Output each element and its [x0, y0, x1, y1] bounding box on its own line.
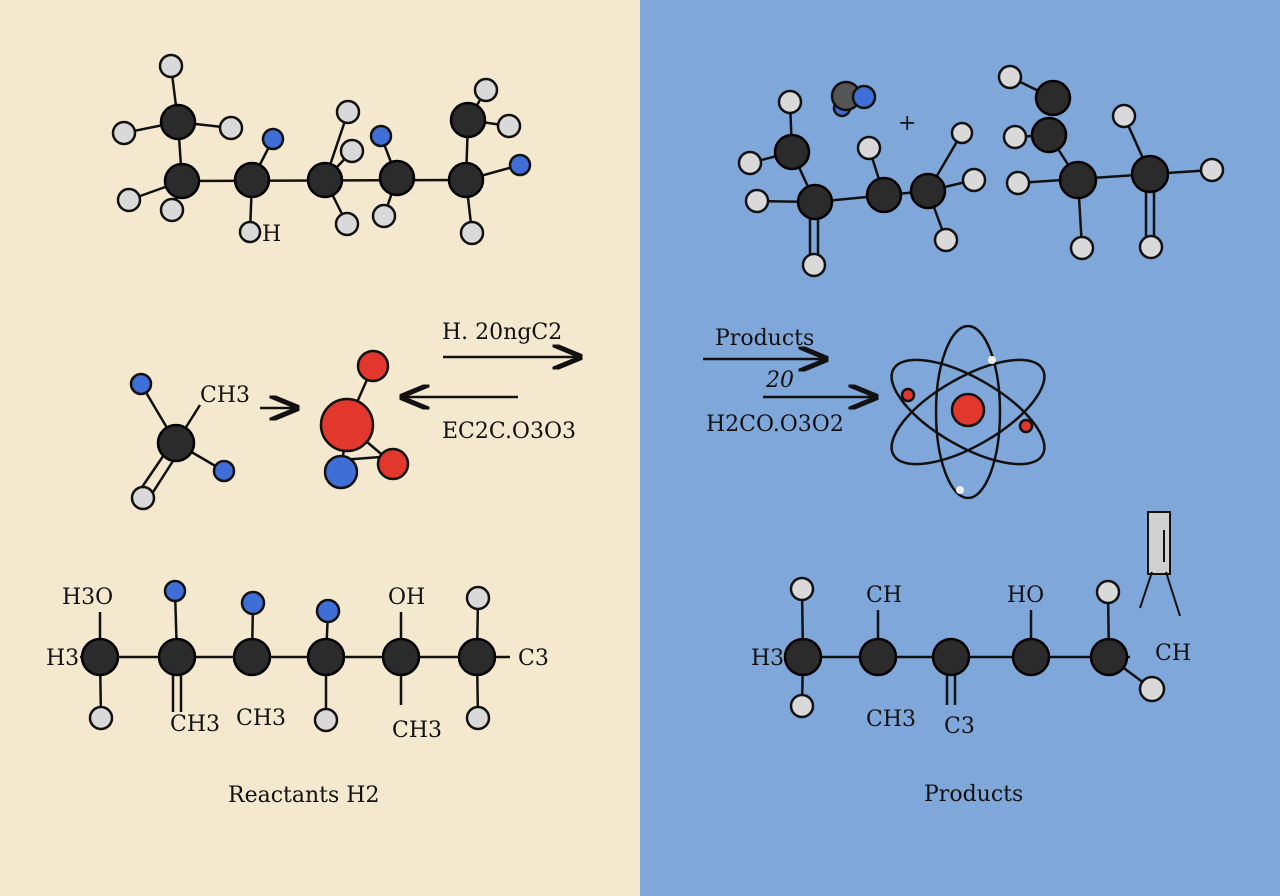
chain-label: OH	[388, 585, 425, 610]
chain-label: H3O	[62, 585, 113, 610]
atom-model-icon	[890, 324, 1046, 500]
chain-label: CH	[866, 583, 902, 608]
atom-label: H	[262, 222, 281, 247]
plus-sign: +	[898, 111, 916, 136]
chain-label: CH3	[170, 712, 220, 737]
product-chain: H3 CH HO CH CH3 C3	[751, 576, 1191, 739]
chain-label: C3	[518, 646, 549, 671]
chain-label: C3	[944, 714, 975, 739]
chain-label: CH3	[236, 706, 286, 731]
reaction-condition-bottom: EC2C.O3O3	[442, 419, 576, 444]
chain-label: H3	[751, 646, 784, 671]
reactants-caption: Reactants H2	[228, 783, 379, 808]
test-tube-icon	[1139, 511, 1181, 617]
reactant-molecule-middle: CH3 H. 20ngC2 EC2C.O3O3	[129, 320, 580, 511]
products-caption: Products	[924, 782, 1023, 807]
chain-label: CH3	[392, 718, 442, 743]
reactant-chain: H3O H3 OH C3 CH3 CH3 CH3	[46, 579, 549, 743]
chain-label: HO	[1007, 583, 1044, 608]
reaction-condition-bottom: H2CO.O3O2	[706, 412, 844, 437]
ch3-label: CH3	[200, 383, 250, 408]
reactant-molecule-top: H	[111, 53, 532, 247]
reaction-condition-mid: 20	[765, 368, 794, 393]
reaction-condition-top: Products	[715, 326, 814, 351]
reaction-condition-top: H. 20ngC2	[442, 320, 562, 345]
chain-label: H3	[46, 646, 79, 671]
chain-label: CH	[1155, 641, 1191, 666]
product-molecule-top: +	[737, 64, 1225, 278]
reactants-panel	[0, 0, 640, 896]
chain-label: CH3	[866, 707, 916, 732]
product-reaction: Products 20 H2CO.O3O2	[703, 326, 876, 437]
products-panel	[640, 0, 1280, 896]
